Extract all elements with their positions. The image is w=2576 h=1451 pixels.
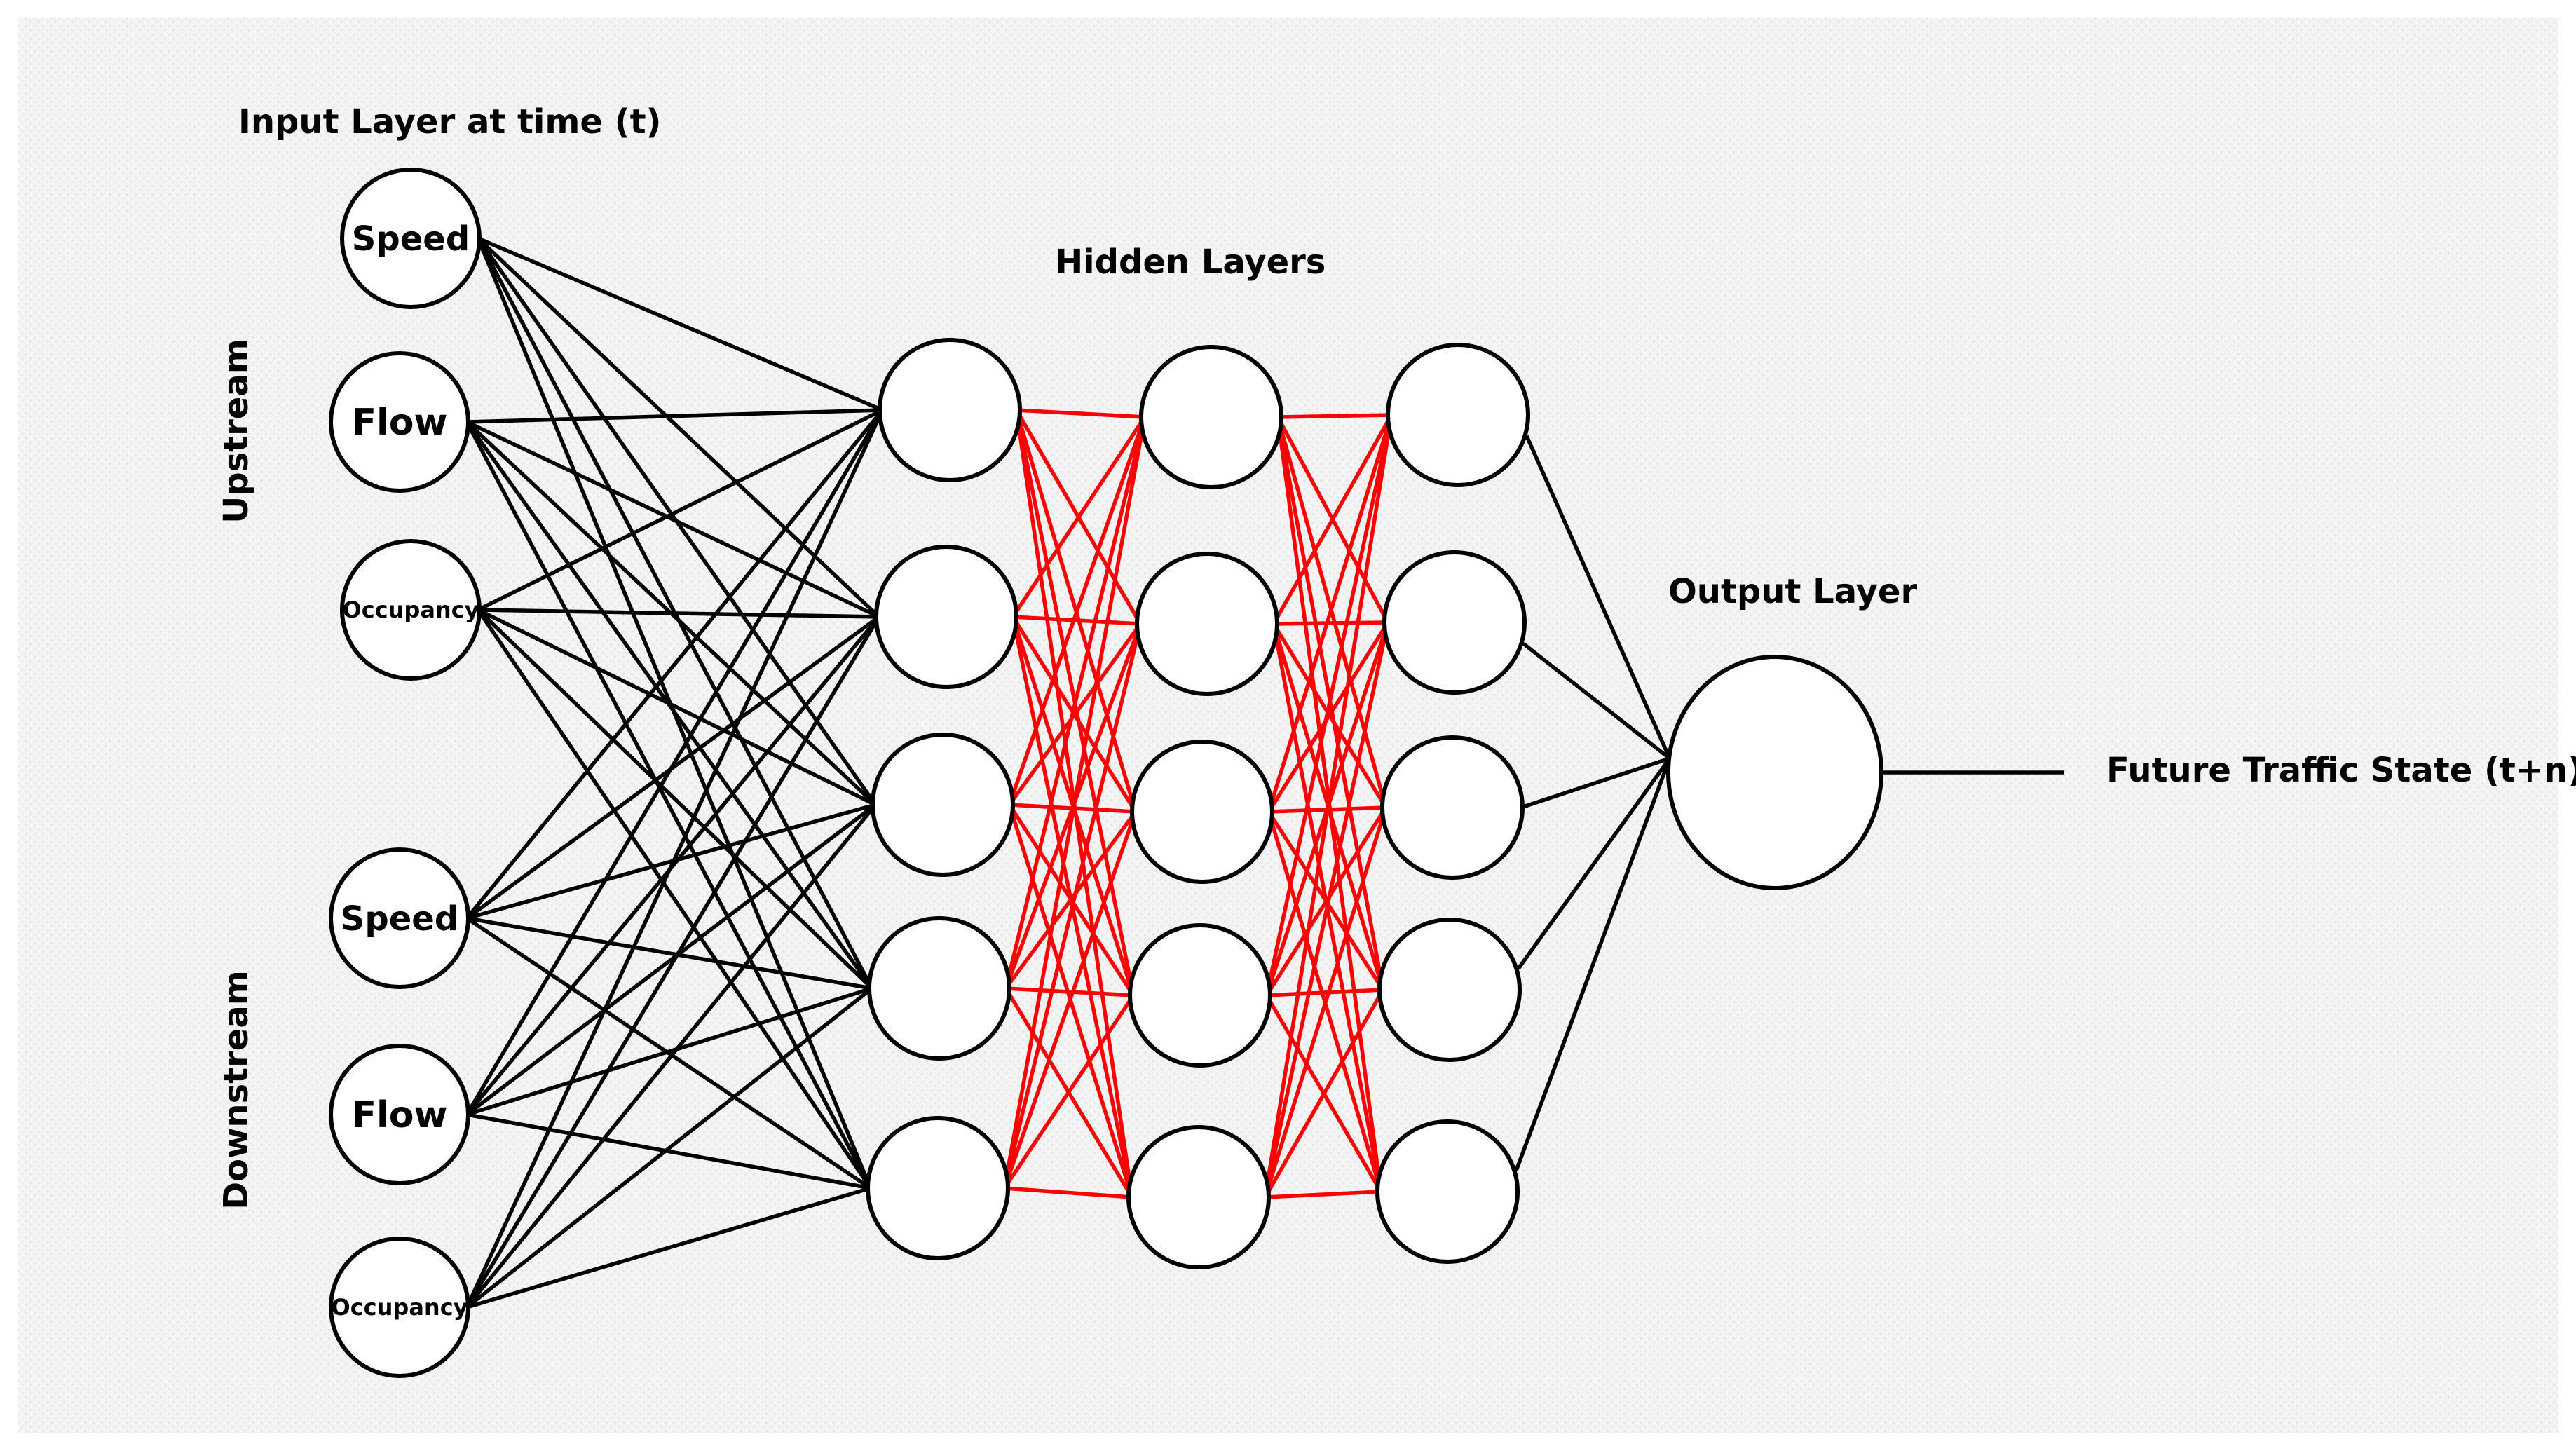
edge-hidden1-4-hidden2-0	[1002, 416, 1147, 1189]
edge-input-3-hidden1-3	[466, 916, 873, 990]
edge-hidden2-2-hidden3-0	[1267, 414, 1393, 812]
hidden-layer-1-node-3	[871, 733, 1015, 877]
edge-input-4-hidden1-0	[465, 409, 885, 1116]
hidden-layer-2-node-4	[1128, 923, 1272, 1068]
edge-input-5-hidden1-3	[465, 986, 873, 1309]
hidden-layer-1-node-2	[874, 545, 1018, 689]
input-node-label: Speed	[352, 219, 470, 259]
input-node-circle	[329, 847, 470, 989]
edge-hidden1-1-hidden2-1	[1012, 615, 1141, 626]
edge-input-0-hidden1-1	[477, 237, 880, 618]
edge-hidden3-3-output	[1516, 757, 1672, 970]
edge-input-2-hidden1-2	[477, 608, 877, 807]
edge-input-5-hidden1-1	[465, 615, 881, 1309]
edge-hidden2-4-hidden3-3	[1263, 988, 1385, 1199]
input-node-upstream-occupancy: Occupancy	[340, 539, 482, 681]
edge-input-5-hidden1-2	[465, 803, 878, 1309]
input-node-upstream-speed: Speed	[340, 168, 482, 309]
input-node-label: Flow	[351, 1094, 447, 1136]
edge-hidden3-2-output	[1520, 756, 1670, 810]
edge-hidden3-4-output	[1514, 758, 1672, 1171]
hidden-layer-1-node-4	[867, 916, 1011, 1061]
edge-hidden1-4-hidden2-1	[1002, 623, 1143, 1189]
hidden-layer-1-node-1	[878, 338, 1022, 482]
edge-hidden2-0-hidden3-0	[1277, 413, 1392, 419]
input-node-downstream-occupancy: Occupancy	[329, 1237, 470, 1378]
hidden-layer-3-node-3	[1380, 735, 1525, 880]
edge-input-2-hidden1-0	[477, 408, 884, 612]
edge-hidden2-4-hidden3-2	[1263, 807, 1388, 1198]
edge-hidden1-4-hidden2-2	[1002, 811, 1138, 1189]
input-node-label: Speed	[341, 899, 458, 939]
hidden-layer-3-node-4	[1377, 918, 1522, 1062]
edge-input-5-hidden1-4	[466, 1186, 871, 1309]
hidden-layer-3-node-5	[1375, 1119, 1520, 1264]
output-node	[1666, 655, 1883, 890]
hidden-layer-3-node-2	[1382, 550, 1527, 695]
hidden-layers-title: Hidden Layers	[1055, 243, 1326, 282]
input-node-downstream-flow: Flow	[329, 1044, 470, 1185]
input-node-upstream-flow: Flow	[329, 351, 470, 493]
edge-hidden3-0-output	[1525, 435, 1672, 760]
output-layer-title: Output Layer	[1668, 572, 1917, 611]
edge-input-5-hidden1-0	[465, 409, 885, 1309]
hidden-layer-3-node-1	[1386, 343, 1530, 487]
edge-input-3-hidden1-2	[466, 803, 876, 920]
input-node-label: Flow	[351, 402, 447, 444]
edge-hidden2-1-hidden3-0	[1272, 414, 1393, 625]
edge-input-3-hidden1-0	[465, 409, 885, 920]
edge-hidden1-2-hidden2-0	[1007, 416, 1147, 805]
edge-hidden2-3-hidden3-3	[1266, 988, 1384, 997]
edge-input-4-hidden1-2	[465, 803, 877, 1117]
downstream-label: Downstream	[217, 970, 256, 1209]
edge-hidden2-3-hidden3-2	[1265, 806, 1388, 997]
edge-hidden2-3-hidden3-0	[1265, 414, 1393, 996]
edge-hidden1-4-hidden2-3	[1002, 994, 1136, 1190]
edge-hidden1-3-hidden2-2	[1004, 810, 1138, 990]
edge-input-2-hidden1-3	[477, 608, 873, 990]
edge-hidden2-4-hidden3-4	[1265, 1190, 1382, 1199]
edge-hidden2-4-hidden3-0	[1263, 414, 1393, 1198]
hidden-layer-1-node-5	[866, 1116, 1010, 1260]
input-node-label: Occupancy	[342, 597, 479, 623]
edge-hidden1-3-hidden2-3	[1005, 986, 1134, 997]
input-node-circle	[329, 351, 470, 493]
edge-hidden2-4-hidden3-1	[1263, 622, 1390, 1198]
edge-input-4-hidden1-4	[466, 1112, 871, 1190]
input-node-circle	[340, 168, 482, 309]
edge-input-2-hidden1-4	[476, 608, 873, 1190]
edge-input-1-hidden1-0	[466, 408, 883, 424]
edge-hidden1-3-hidden2-0	[1004, 416, 1147, 989]
input-node-circle	[329, 1044, 470, 1185]
edge-hidden3-1-output	[1522, 641, 1671, 761]
hidden-layer-2-node-2	[1135, 552, 1279, 696]
input-node-circle	[340, 539, 482, 681]
edge-input-1-hidden1-1	[465, 420, 880, 619]
hidden-layer-2-node-1	[1139, 345, 1283, 489]
input-node-label: Occupancy	[331, 1294, 468, 1321]
hidden-layer-2-node-3	[1130, 740, 1274, 884]
edge-hidden1-4-hidden2-4	[1004, 1186, 1133, 1199]
edge-hidden1-1-hidden2-0	[1011, 416, 1147, 618]
edge-input-4-hidden1-3	[466, 986, 873, 1117]
edge-hidden1-0-hidden2-0	[1016, 408, 1145, 419]
output-target-label: Future Traffic State (t+n)	[2106, 751, 2576, 790]
edges-group	[465, 236, 2064, 1309]
edge-hidden1-2-hidden2-1	[1007, 622, 1143, 806]
edge-hidden2-1-hidden3-1	[1273, 620, 1389, 626]
input-node-circle	[329, 1237, 470, 1378]
input-layer-title: Input Layer at time (t)	[238, 102, 662, 142]
edge-input-1-hidden1-4	[465, 421, 873, 1190]
edge-input-0-hidden1-0	[477, 236, 884, 412]
upstream-label: Upstream	[217, 339, 256, 523]
edge-input-2-hidden1-1	[477, 608, 880, 619]
hidden-layer-2-node-5	[1126, 1125, 1271, 1269]
input-node-downstream-speed: Speed	[329, 847, 470, 989]
